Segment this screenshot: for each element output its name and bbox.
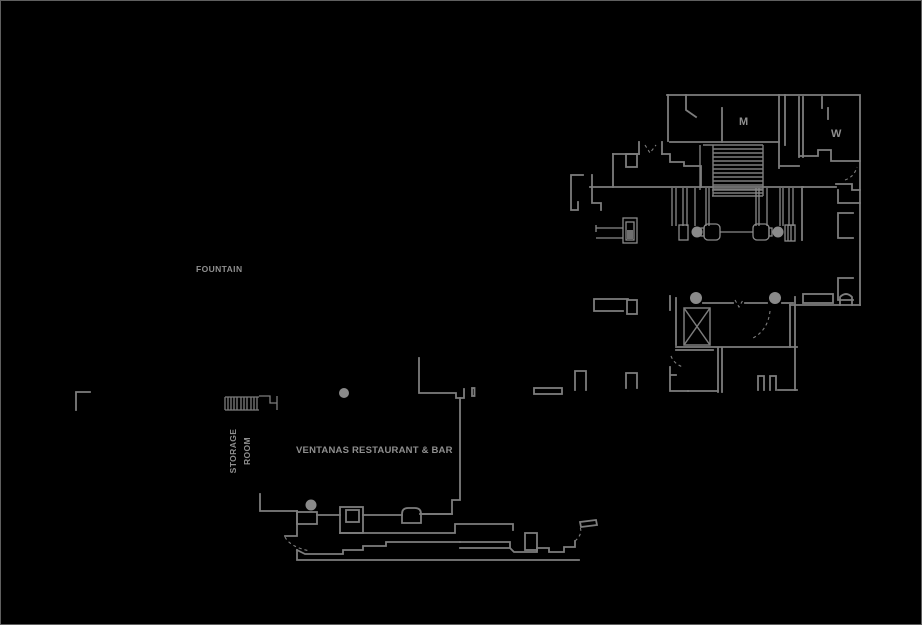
plan-labels: FOUNTAIN STORAGE ROOM VENTANAS RESTAURAN…	[196, 116, 842, 473]
column-dot	[690, 292, 702, 304]
restaurant-label: VENTANAS RESTAURANT & BAR	[296, 445, 453, 456]
column-dot	[769, 292, 781, 304]
restroom-block-walls	[570, 94, 861, 348]
column-dot	[305, 499, 317, 511]
small-stairs-hatch	[224, 395, 278, 411]
column-dot	[772, 226, 784, 238]
elevator-x-shaft	[683, 307, 711, 346]
elevator-block-walls	[574, 295, 798, 393]
column-dot	[339, 388, 349, 398]
column-dot	[691, 226, 703, 238]
storage-room-label-line2: ROOM	[242, 437, 252, 465]
column-dots	[305, 226, 784, 511]
fountain-label: FOUNTAIN	[196, 264, 242, 274]
staircase-hatch	[699, 144, 764, 197]
terrace-step-outline	[295, 519, 599, 561]
restroom-fixtures	[595, 188, 796, 244]
restaurant-walls	[75, 357, 563, 551]
womens-restroom-label: W	[831, 128, 842, 140]
storage-room-label-line1: STORAGE	[228, 429, 238, 474]
mens-restroom-label: M	[739, 116, 748, 128]
sink-basin-fill	[627, 230, 633, 239]
door-swing-dashes	[284, 144, 858, 552]
